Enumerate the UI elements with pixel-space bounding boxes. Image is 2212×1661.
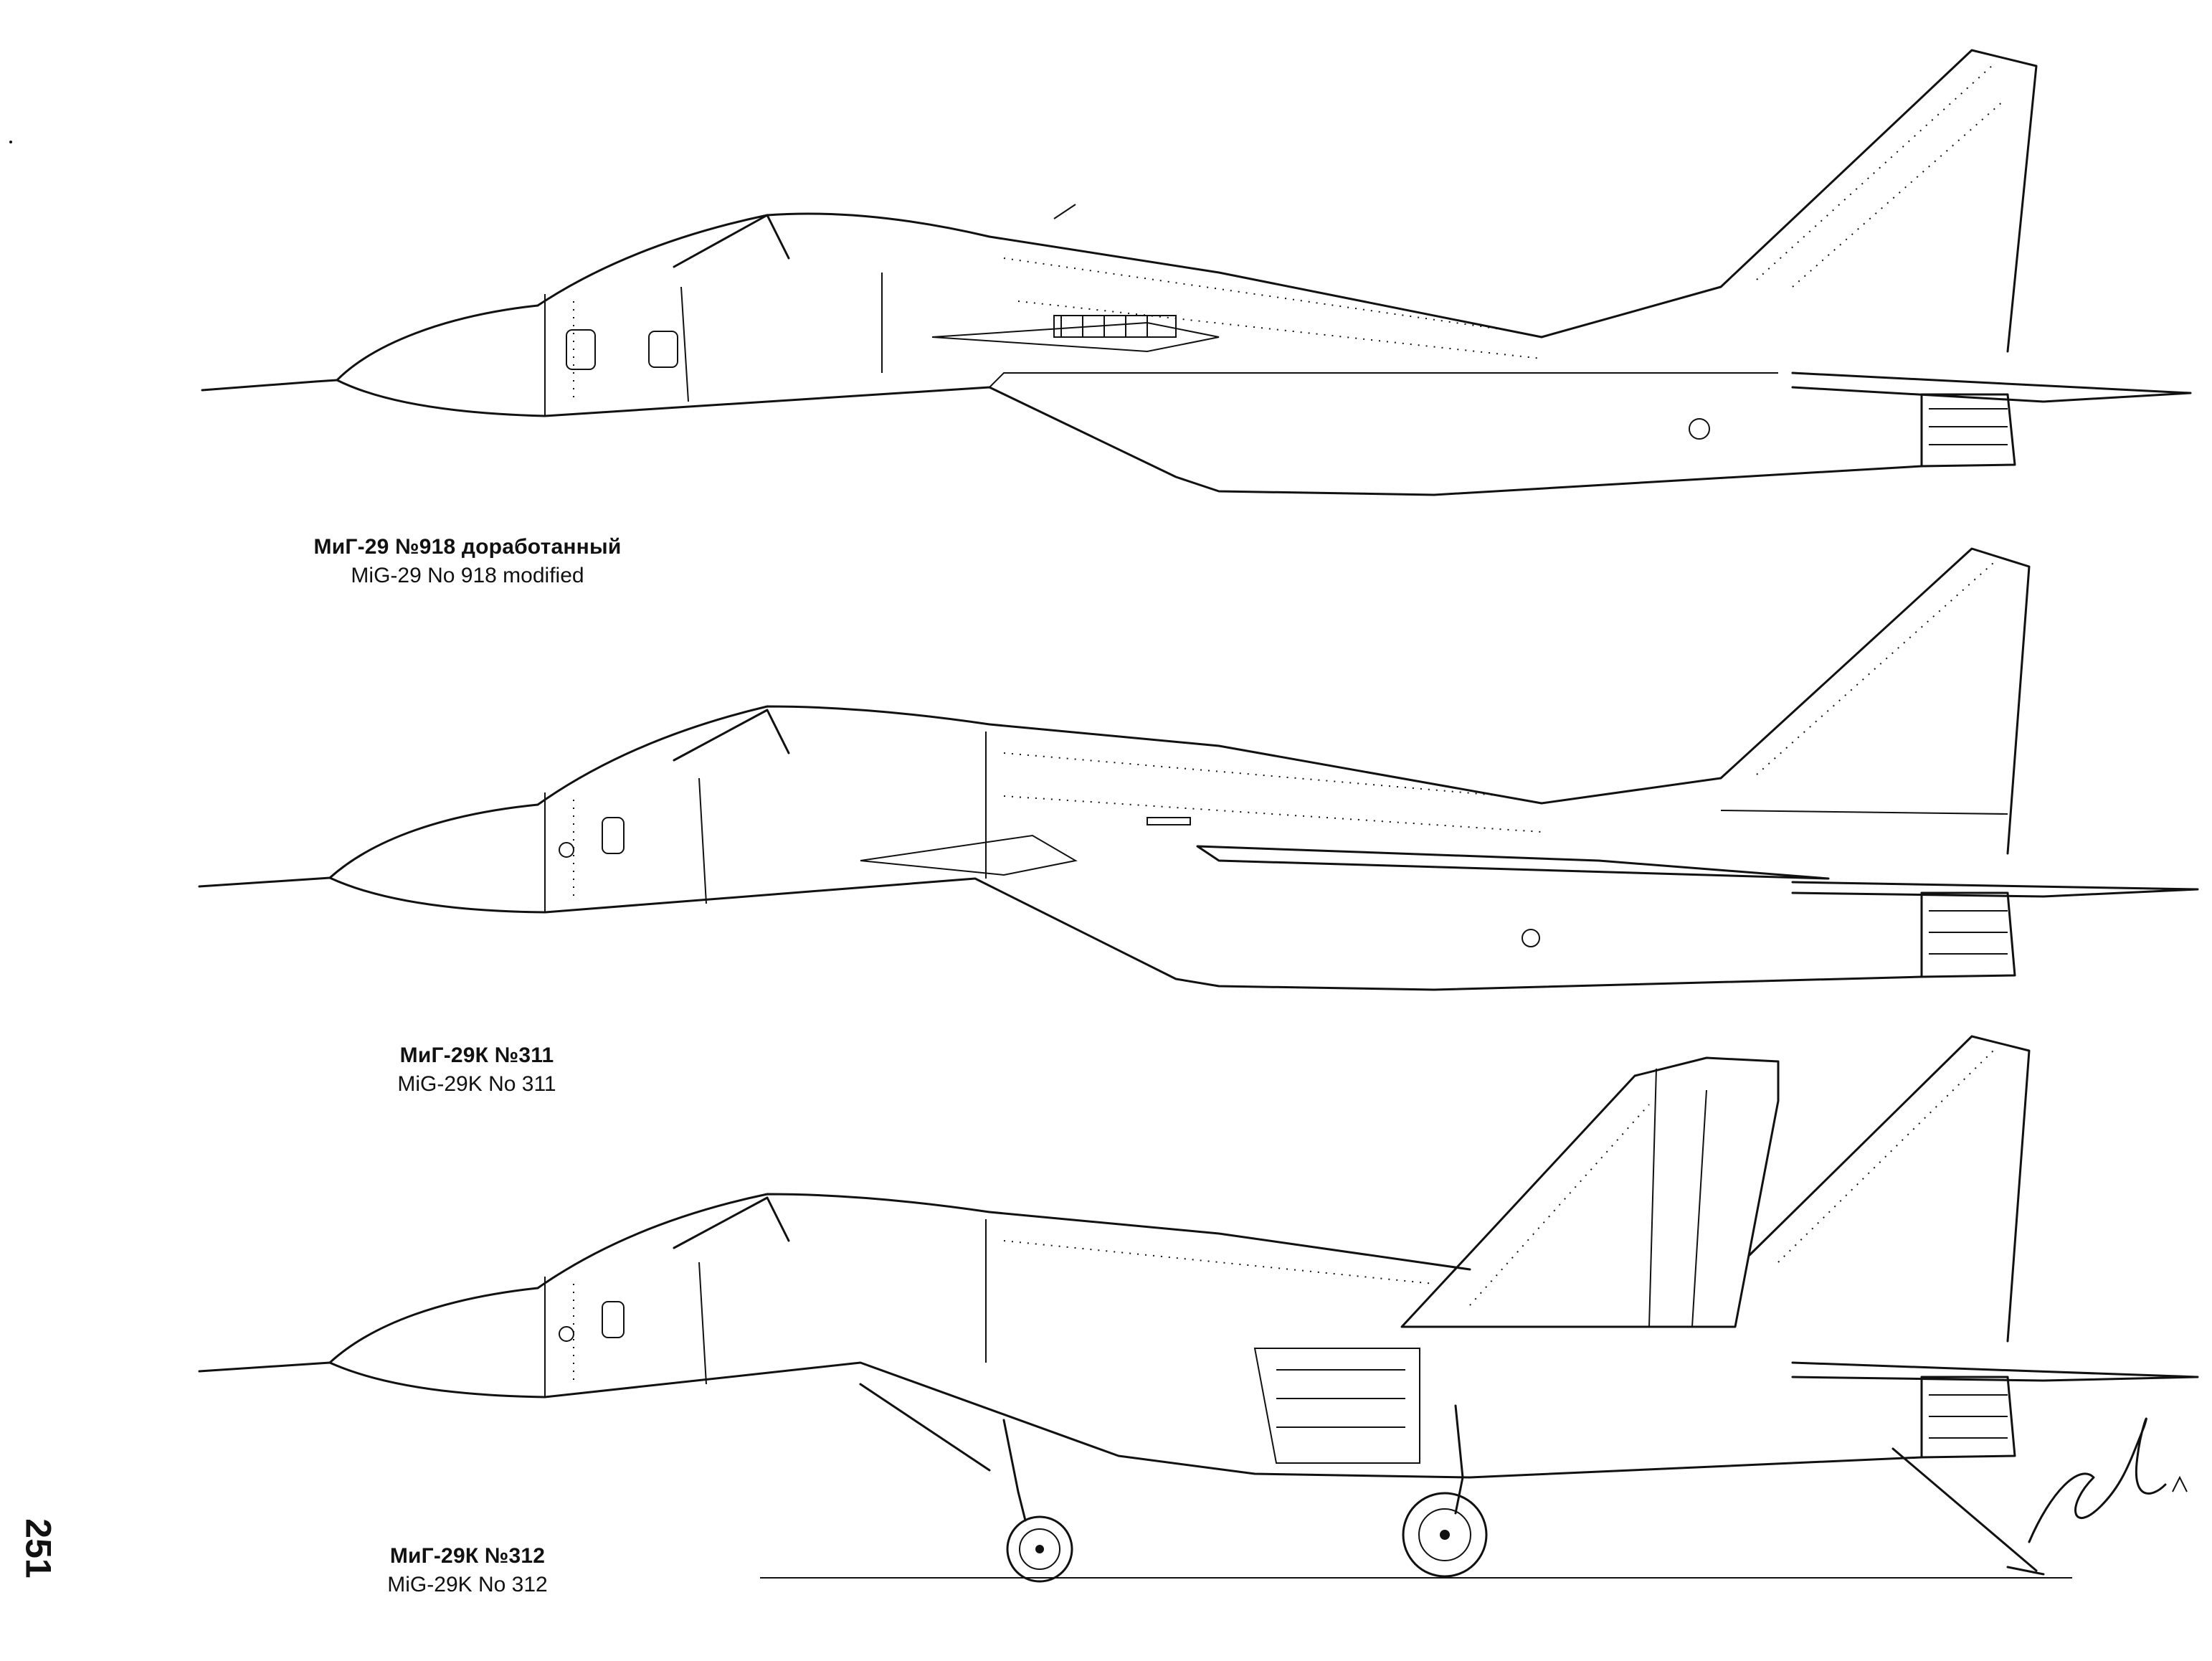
aircraft-2-side-view [198, 547, 2199, 991]
caption-ru: МиГ-29К №311 [399, 1044, 554, 1067]
caption-en: MiG-29K No 312 [387, 1573, 548, 1596]
caption-aircraft-2: МиГ-29К №311 MiG-29K No 311 [226, 1044, 728, 1097]
caption-ru: МиГ-29К №312 [389, 1544, 546, 1568]
page-number: 251 [18, 1518, 59, 1579]
caption-en: MiG-29K No 311 [397, 1072, 556, 1096]
aircraft-3-side-view [198, 1035, 2199, 1583]
aircraft-1-side-view [201, 49, 2192, 496]
caption-aircraft-1: МиГ-29 №918 доработанный MiG-29 No 918 m… [217, 535, 718, 588]
caption-aircraft-3: МиГ-29К №312 MiG-29K No 312 [217, 1544, 718, 1597]
artist-signature [2028, 1417, 2188, 1543]
caption-en: MiG-29 No 918 modified [351, 564, 584, 587]
caption-ru: МиГ-29 №918 доработанный [313, 535, 622, 559]
scan-speck [9, 141, 12, 143]
